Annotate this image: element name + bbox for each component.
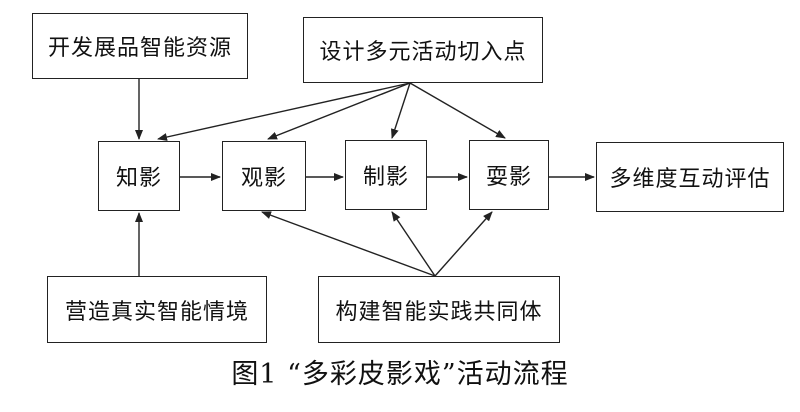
community-box: 构建智能实践共同体 bbox=[318, 276, 560, 343]
design-entry-points-box: 设计多元活动切入点 bbox=[303, 17, 543, 83]
develop-resources-label: 开发展品智能资源 bbox=[47, 36, 232, 61]
stage-shuaying-label: 耍影 bbox=[485, 165, 532, 190]
stage-zhiying2-box: 制影 bbox=[345, 140, 427, 210]
arrow-design-to-zhiying bbox=[157, 82, 411, 141]
develop-resources-box: 开发展品智能资源 bbox=[32, 13, 248, 79]
community-label: 构建智能实践共同体 bbox=[335, 299, 543, 325]
arrow-build-to-zhiying2 bbox=[391, 211, 436, 277]
arrow-build-to-shuaying bbox=[434, 211, 493, 277]
context-box: 营造真实智能情境 bbox=[47, 276, 267, 343]
figure-caption: 图1 “多彩皮影戏”活动流程 bbox=[231, 359, 569, 390]
stage-shuaying-box: 耍影 bbox=[469, 140, 549, 210]
context-label: 营造真实智能情境 bbox=[64, 299, 249, 325]
arrow-design-to-guanying bbox=[267, 82, 411, 140]
arrow-build-to-guanying bbox=[261, 211, 436, 277]
design-entry-points-label: 设计多元活动切入点 bbox=[319, 40, 527, 65]
stage-zhiying-box: 知影 bbox=[98, 141, 180, 211]
evaluation-box: 多维度互动评估 bbox=[596, 142, 784, 212]
stage-zhiying2-label: 制影 bbox=[362, 165, 409, 190]
stage-guanying-box: 观影 bbox=[222, 141, 306, 211]
stage-guanying-label: 观影 bbox=[240, 166, 287, 191]
evaluation-label: 多维度互动评估 bbox=[609, 167, 771, 192]
stage-zhiying-label: 知影 bbox=[115, 166, 162, 191]
arrow-design-to-shuaying bbox=[409, 82, 506, 139]
arrow-design-to-zhiying2 bbox=[390, 82, 411, 139]
